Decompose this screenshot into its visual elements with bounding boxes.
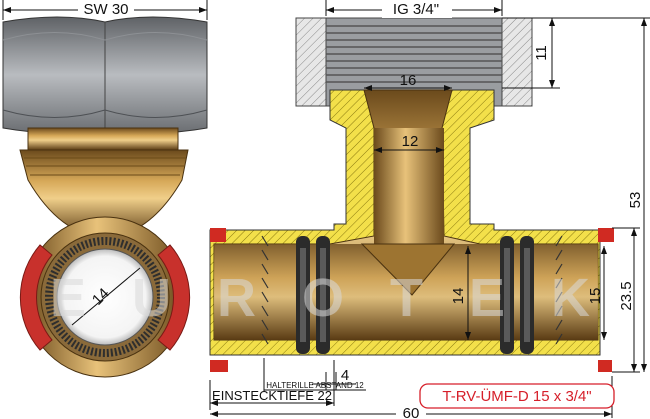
dim-235-label: 23.5 bbox=[618, 281, 635, 310]
hex-nut bbox=[2, 16, 208, 134]
einsteck-label: EINSTECKTIEFE 22 bbox=[212, 388, 332, 403]
dim-4-label: 4 bbox=[341, 367, 349, 384]
ig-label: IG 3/4" bbox=[393, 1, 439, 18]
dim-11-label: 11 bbox=[533, 45, 550, 61]
sw-label: SW 30 bbox=[83, 1, 128, 18]
ig-label-bg bbox=[382, 0, 452, 18]
dim-53-label: 53 bbox=[627, 192, 644, 209]
dim-12-arrows bbox=[374, 147, 444, 153]
dim-14-mid-label: 14 bbox=[450, 288, 467, 305]
dim-60-label-bg bbox=[396, 404, 426, 419]
dim-16-label: 16 bbox=[400, 72, 417, 89]
dim-15-label: 15 bbox=[587, 288, 604, 305]
dim-60-label: 60 bbox=[403, 405, 420, 419]
product-title-box bbox=[419, 383, 615, 409]
grip-rings bbox=[261, 235, 563, 345]
brass-collar bbox=[19, 127, 189, 239]
o-rings bbox=[296, 236, 534, 354]
dim-12-label: 12 bbox=[402, 133, 419, 150]
dim-11-arrows bbox=[549, 18, 555, 88]
product-title: T-RV-ÜMF-D 15 x 3/4" bbox=[442, 387, 591, 405]
sw-label-bg bbox=[78, 0, 134, 18]
dia-14-left-line bbox=[71, 267, 141, 326]
watermark: EUROTEK bbox=[50, 268, 590, 328]
halterille-label: HALTERILLE ABSTAND 12 bbox=[266, 381, 364, 390]
red-end-caps bbox=[210, 228, 614, 372]
